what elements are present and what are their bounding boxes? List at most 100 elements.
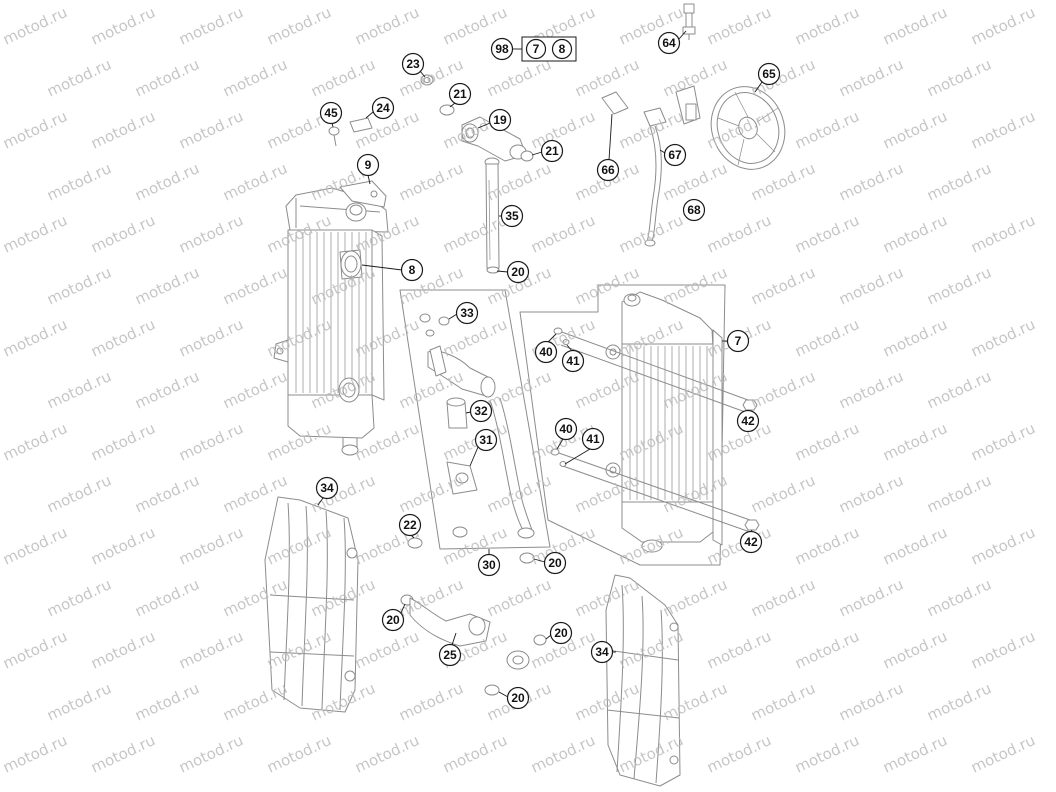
callout-20-d: 20 (549, 621, 573, 645)
callout-number: 34 (320, 481, 334, 495)
callout-number: 42 (741, 414, 755, 428)
watermark-text: motod.ru (660, 159, 730, 204)
watermark-text: motod.ru (836, 263, 906, 308)
callout-circle (500, 204, 524, 228)
callout-circle (448, 82, 472, 106)
callout-30: 30 (477, 553, 501, 577)
callout-number: 65 (762, 67, 776, 81)
watermark-text: motod.ru (704, 731, 774, 776)
callout-circle (757, 62, 781, 86)
watermark-text: motod.ru (88, 523, 158, 568)
callout-67: 67 (663, 143, 687, 167)
watermark-text: motod.ru (132, 471, 202, 516)
watermark-text: motod.ru (968, 211, 1038, 256)
radiator-shroud-left (264, 496, 359, 713)
callout-circle (554, 417, 578, 441)
callout-number: 31 (479, 433, 493, 447)
watermark-text: motod.ru (176, 211, 246, 256)
callout-number: 20 (554, 626, 568, 640)
callout-circle (506, 260, 530, 284)
watermark-text: motod.ru (880, 419, 950, 464)
callout-number: 20 (511, 691, 525, 705)
clamp-23 (420, 74, 434, 86)
watermark-text: motod.ru (748, 679, 818, 724)
callout-number: 23 (406, 57, 420, 71)
watermark-text: motod.ru (352, 627, 422, 672)
callout-number: 21 (453, 87, 467, 101)
callout-circle (488, 108, 512, 132)
callout-number: 9 (365, 158, 372, 172)
callout-circle (596, 158, 620, 182)
watermark-text: motod.ru (968, 523, 1038, 568)
callout-circle (400, 258, 424, 282)
watermark-text: motod.ru (0, 3, 70, 48)
sensor-64 (682, 3, 696, 40)
watermark-text: motod.ru (880, 523, 950, 568)
watermark-text: motod.ru (704, 211, 774, 256)
watermark-text: motod.ru (836, 471, 906, 516)
watermark-text: motod.ru (968, 3, 1038, 48)
callout-number: 40 (559, 422, 573, 436)
watermark-text: motod.ru (924, 367, 994, 412)
watermark-text: motod.ru (880, 627, 950, 672)
callout-circle (315, 476, 339, 500)
callout-number: 7 (533, 42, 540, 56)
watermark-text: motod.ru (220, 159, 290, 204)
callout-number: 64 (662, 36, 676, 50)
watermark-text: motod.ru (0, 107, 70, 152)
watermark-text: motod.ru (44, 367, 114, 412)
callout-number: 20 (548, 556, 562, 570)
callout-number: 34 (595, 645, 609, 659)
mounting-hardware (550, 327, 760, 533)
callout-98: 98 (490, 37, 514, 61)
watermark-text: motod.ru (132, 679, 202, 724)
watermark-text: motod.ru (132, 367, 202, 412)
watermark-text: motod.ru (792, 731, 862, 776)
watermark-text: motod.ru (220, 263, 290, 308)
callout-circle (506, 686, 530, 710)
callout-circle (401, 52, 425, 76)
watermark-text: motod.ru (968, 107, 1038, 152)
watermark-text: motod.ru (132, 575, 202, 620)
watermark-text: motod.ru (176, 3, 246, 48)
callout-circle (543, 551, 567, 575)
callout-circle (371, 96, 395, 120)
watermark-text: motod.ru (88, 211, 158, 256)
callout-circle (455, 301, 479, 325)
callout-number: 33 (460, 306, 474, 320)
watermark-text: motod.ru (176, 523, 246, 568)
watermark-text: motod.ru (176, 107, 246, 152)
watermark-text: motod.ru (176, 315, 246, 360)
callout-40-upper: 40 (534, 340, 558, 364)
watermark-text: motod.ru (572, 55, 642, 100)
watermark-text: motod.ru (44, 159, 114, 204)
watermark-text: motod.ru (44, 679, 114, 724)
watermark-text: motod.ru (88, 419, 158, 464)
callout-circle (474, 428, 498, 452)
watermark-text: motod.ru (792, 419, 862, 464)
watermark-text: motod.ru (836, 55, 906, 100)
radiator-left (273, 187, 389, 456)
watermark-text: motod.ru (748, 263, 818, 308)
callout-circle (549, 621, 573, 645)
watermark-text: motod.ru (352, 3, 422, 48)
parts-artwork (264, 3, 786, 787)
watermark-text: motod.ru (792, 107, 862, 152)
watermark-text: motod.ru (968, 627, 1038, 672)
watermark-text: motod.ru (132, 55, 202, 100)
callout-number: 30 (482, 558, 496, 572)
callouts: 64 65 23 21 19 45 24 21 66 67 9 35 68 8 … (315, 31, 781, 710)
callout-42-upper: 42 (736, 409, 760, 433)
watermark-text: motod.ru (220, 367, 290, 412)
callout-33: 33 (455, 301, 479, 325)
watermark-text: motod.ru (88, 3, 158, 48)
hose-35 (484, 157, 500, 274)
callout-7: 7 (726, 329, 750, 353)
watermark-text: motod.ru (968, 419, 1038, 464)
watermark-text: motod.ru (44, 471, 114, 516)
callout-circle (736, 409, 760, 433)
callout-circle (534, 340, 558, 364)
kit-item-8: 8 (551, 38, 573, 60)
watermark-text: motod.ru (0, 315, 70, 360)
clip-24 (349, 117, 373, 133)
